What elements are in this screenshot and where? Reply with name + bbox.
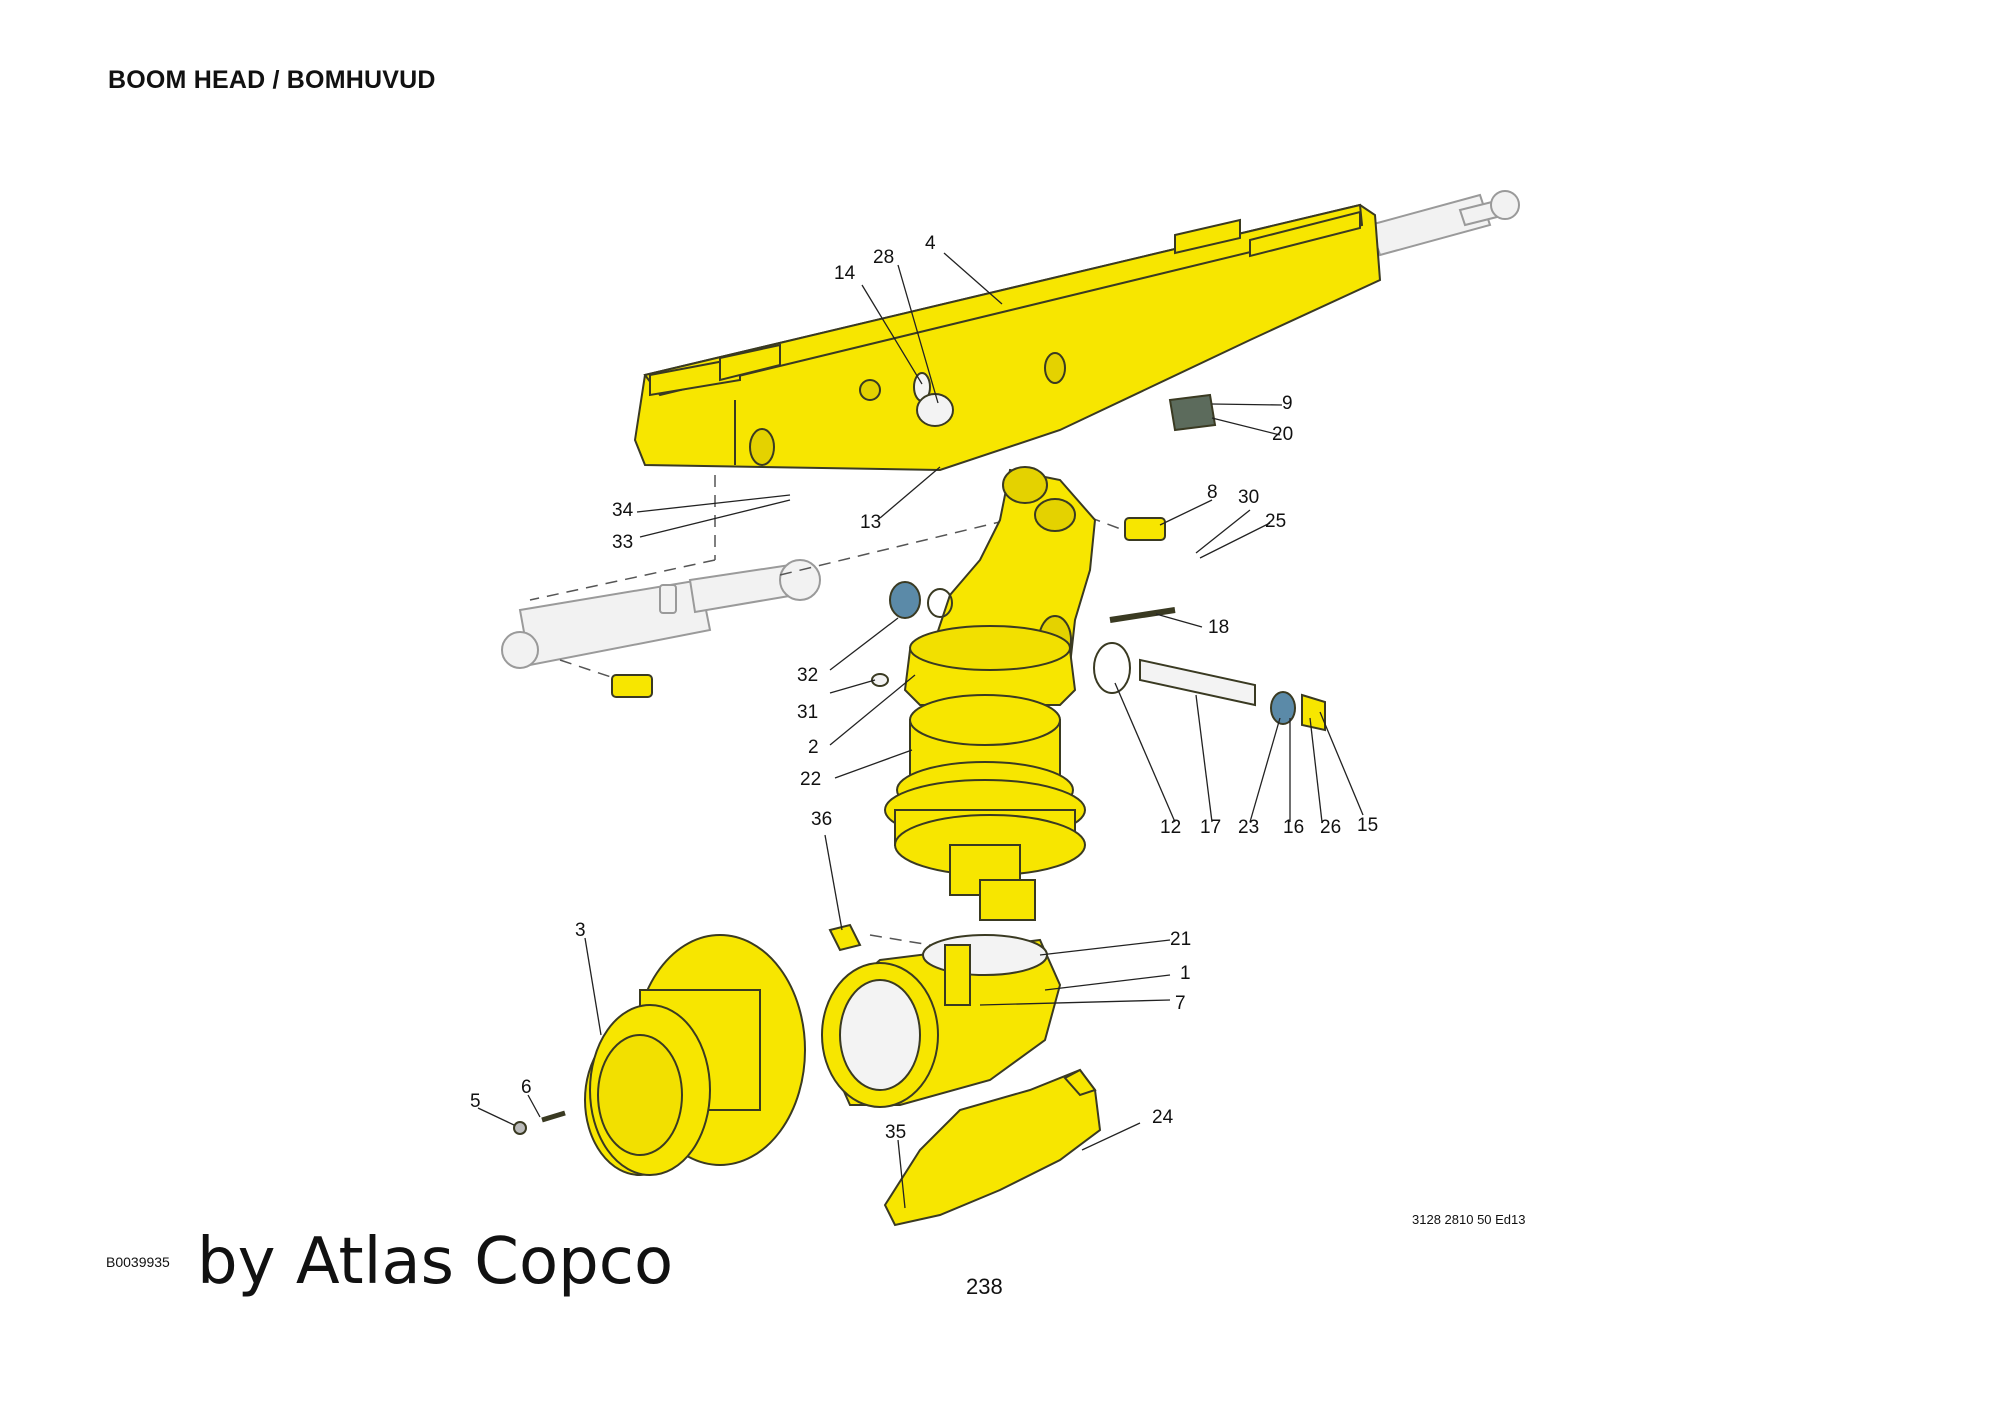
bolt-part-6 [541, 1110, 566, 1123]
screw-part-18 [1109, 607, 1176, 623]
callout-22: 22 [800, 769, 821, 790]
callout-12: 12 [1160, 817, 1181, 838]
callout-9: 9 [1282, 393, 1293, 414]
callout-26: 26 [1320, 817, 1341, 838]
pin-part-17 [1139, 658, 1256, 707]
small-parts [513, 372, 1326, 1135]
callout-36: 36 [811, 809, 832, 830]
oring-part-32b [927, 588, 953, 618]
clip-part-31 [871, 673, 889, 687]
valve-part-9 [1168, 393, 1217, 432]
callout-16: 16 [1283, 817, 1304, 838]
callout-5: 5 [470, 1091, 481, 1112]
callout-14: 14 [834, 263, 856, 284]
callout-34: 34 [612, 500, 634, 521]
bracket-part-36 [828, 923, 862, 952]
callout-2: 2 [808, 737, 819, 758]
callout-6: 6 [521, 1077, 532, 1098]
document-reference: 3128 2810 50 Ed13 [1412, 1212, 1526, 1227]
callout-20: 20 [1272, 424, 1293, 445]
washer-part-23 [1270, 691, 1296, 725]
oring-part-12 [1093, 642, 1131, 694]
boom-part-4 [633, 203, 1382, 472]
phantom-cylinder [501, 559, 821, 669]
callout-28: 28 [873, 247, 894, 268]
page-number: 238 [966, 1274, 1003, 1299]
phantom-rod-upper [1368, 190, 1520, 257]
leader-lines [477, 252, 1364, 1209]
callout-13: 13 [860, 512, 881, 533]
seal-part-32 [889, 581, 921, 619]
callout-23: 23 [1238, 817, 1259, 838]
rotator-part-22 [884, 694, 1086, 921]
callout-31: 31 [797, 702, 818, 723]
bushing-part-8 [1124, 517, 1166, 541]
callout-21: 21 [1170, 929, 1191, 950]
pivot-arm-part-2 [903, 466, 1097, 706]
callout-25: 25 [1265, 511, 1286, 532]
callout-18: 18 [1208, 617, 1229, 638]
motor-part-3 [584, 934, 806, 1176]
callout-32: 32 [797, 665, 818, 686]
drawing-number: B0039935 [106, 1254, 170, 1270]
callout-33: 33 [612, 532, 633, 553]
callout-15: 15 [1357, 815, 1378, 836]
brand-text: by Atlas Copco [197, 1225, 674, 1299]
callout-4: 4 [925, 233, 936, 254]
lock-plate-part-15 [1301, 693, 1326, 732]
shield-part-24 [883, 1068, 1102, 1227]
hose-part-13 [916, 393, 954, 427]
callout-24: 24 [1152, 1107, 1174, 1128]
callout-labels: 1 2 3 4 5 6 7 8 9 12 13 14 15 16 17 18 2… [470, 233, 1378, 1143]
callout-1: 1 [1180, 963, 1191, 984]
page-title: BOOM HEAD / BOMHUVUD [108, 66, 436, 94]
callout-35: 35 [885, 1122, 906, 1143]
bushing-phantom [611, 674, 653, 698]
callout-17: 17 [1200, 817, 1221, 838]
callout-7: 7 [1175, 993, 1186, 1014]
callout-8: 8 [1207, 482, 1218, 503]
callout-3: 3 [575, 920, 586, 941]
housing-part-1 [821, 934, 1062, 1108]
nut-part-5 [513, 1121, 527, 1135]
callout-30: 30 [1238, 487, 1259, 508]
